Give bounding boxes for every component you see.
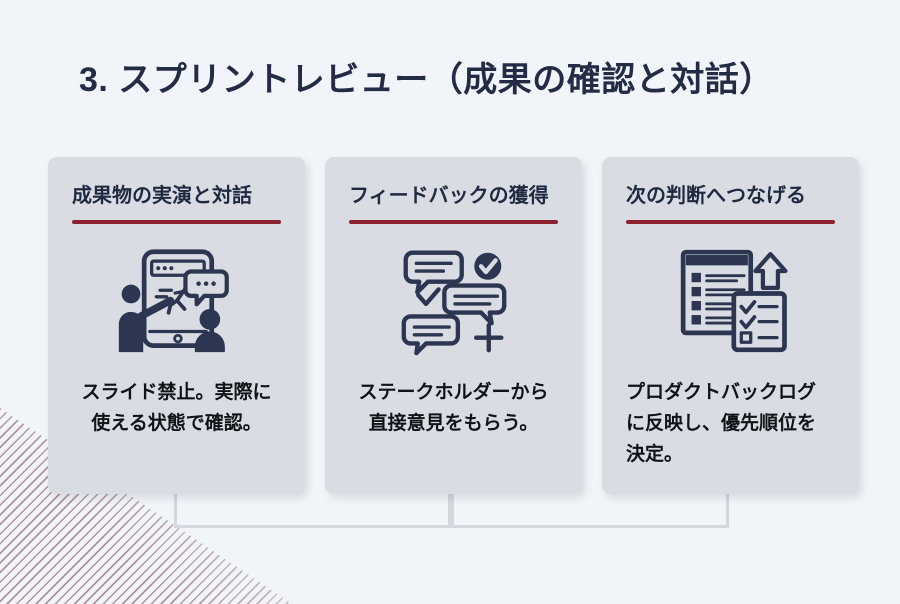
card-body: ステークホルダーから 直接意見をもらう。 bbox=[358, 382, 549, 434]
card-body: プロダクトバックログ に反映し、優先順位を 決定。 bbox=[626, 382, 817, 465]
card-next-decision: 次の判断へつなげる bbox=[602, 157, 859, 494]
connector-bracket-right bbox=[451, 492, 729, 528]
connector-bracket-left bbox=[174, 492, 451, 528]
red-divider bbox=[626, 220, 835, 224]
card-demo-dialogue: 成果物の実演と対話 bbox=[48, 157, 305, 494]
card-title: フィードバックの獲得 bbox=[349, 185, 549, 207]
red-divider bbox=[349, 220, 558, 224]
card-title: 成果物の実演と対話 bbox=[72, 185, 252, 207]
demo-dialogue-icon bbox=[72, 224, 281, 378]
feedback-chat-icon bbox=[349, 224, 558, 378]
backlog-checklist-icon bbox=[626, 224, 835, 378]
red-divider bbox=[72, 220, 281, 224]
card-title: 次の判断へつなげる bbox=[626, 185, 806, 207]
cards-row: 成果物の実演と対話 bbox=[48, 157, 859, 494]
card-feedback: フィードバックの獲得 ス bbox=[325, 157, 582, 494]
page-title: 3. スプリントレビュー（成果の確認と対話） bbox=[79, 61, 774, 99]
card-body: スライド禁止。実際に 使える状態で確認。 bbox=[81, 382, 272, 434]
